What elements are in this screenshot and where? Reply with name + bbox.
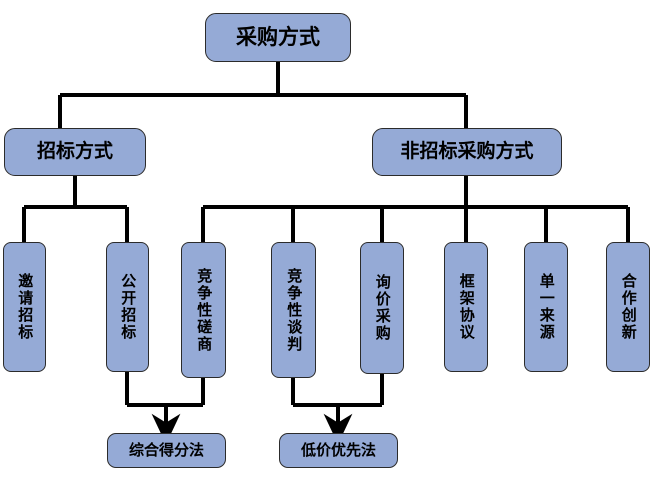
node-competitive-consultation[interactable]: 竞争性磋商 [181,242,226,378]
node-root-procurement-method[interactable]: 采购方式 [205,13,351,62]
node-framework-agreement[interactable]: 框架协议 [444,242,488,372]
node-cooperative-innovation[interactable]: 合作创新 [606,242,650,372]
node-public-tender[interactable]: 公开招标 [106,242,149,372]
node-inquiry-procurement[interactable]: 询价采购 [360,242,404,374]
node-tender-method[interactable]: 招标方式 [4,128,146,176]
node-lowest-price-priority-method[interactable]: 低价优先法 [279,433,398,468]
node-single-source[interactable]: 单一来源 [524,242,568,372]
node-comprehensive-scoring-method[interactable]: 综合得分法 [107,433,226,468]
node-non-tender-procurement-method[interactable]: 非招标采购方式 [372,128,562,176]
node-invited-tender[interactable]: 邀请招标 [3,242,46,372]
node-competitive-negotiation[interactable]: 竞争性谈判 [271,242,316,378]
